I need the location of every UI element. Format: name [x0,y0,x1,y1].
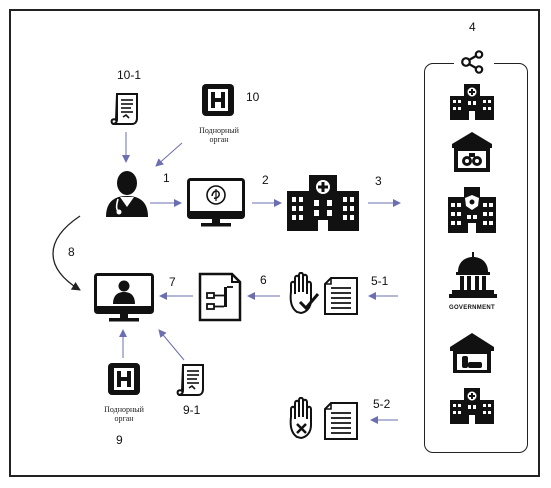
clinic-icon [450,388,494,424]
pharmacy-icon [452,132,492,172]
home-care-icon [450,333,494,373]
label-2: 2 [262,173,269,187]
organ-9-caption: Поднорный орган [94,405,154,423]
hospital-building-icon [287,175,359,231]
arrow-8-curve [52,215,81,291]
label-7: 7 [169,275,176,289]
organ-9-caption-line1: Поднорный [104,405,144,414]
hospital-icon [450,84,494,120]
video-call-monitor-icon [94,273,154,325]
label-8: 8 [68,245,75,259]
organ-10-caption-line1: Поднорный [199,126,239,135]
scroll-document-icon [110,92,142,126]
label-3: 3 [375,174,382,188]
hospital-h-sign-icon [202,84,234,116]
government-building-icon [448,252,498,318]
organ-10-caption: Поднорный орган [189,126,249,144]
arrow-organ-10-to-doctor [155,142,183,167]
label-9: 9 [116,433,123,447]
label-5-2: 5-2 [373,397,391,411]
arrow-9-1-to-monitor [158,329,185,361]
organ-10-caption-line2: орган [209,135,229,144]
form-document-icon [197,271,243,323]
organ-9-caption-line2: орган [114,414,134,423]
label-6: 6 [260,273,267,287]
label-10: 10 [246,90,260,104]
monitor-icon [187,178,245,228]
panel-gap [454,58,494,68]
diagram-frame [9,9,540,477]
doctor-icon [104,170,150,218]
hand-check-document-icon [287,272,363,316]
police-station-icon [448,187,496,233]
label-5-1: 5-1 [371,274,389,288]
hand-cross-document-icon [287,397,363,441]
label-10-1: 10-1 [117,68,142,82]
label-1: 1 [163,171,170,185]
label-9-1: 9-1 [183,403,201,417]
scroll-document-icon-9-1 [176,363,208,397]
network-share-icon [460,50,486,74]
label-4: 4 [469,20,476,34]
hospital-h-sign-icon-9 [108,363,140,395]
government-caption: GOVERNMENT [449,305,496,311]
